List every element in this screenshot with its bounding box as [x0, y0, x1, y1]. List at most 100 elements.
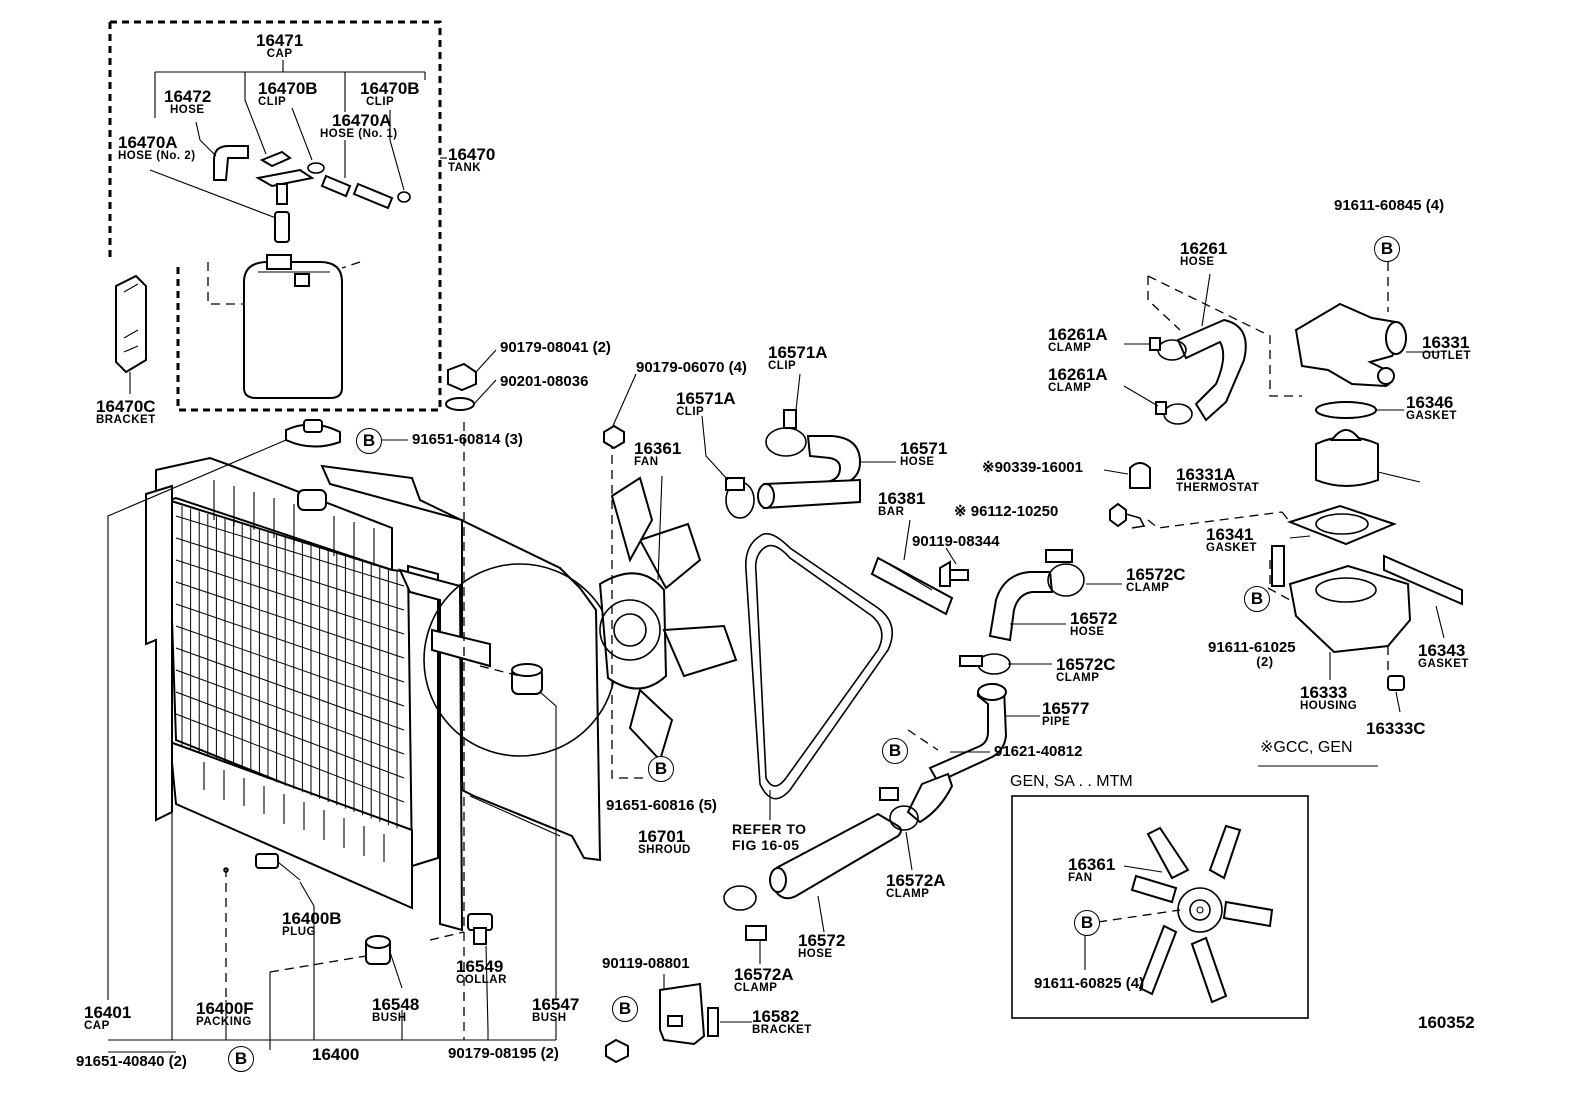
part-number: 16571A — [768, 343, 828, 362]
clamp-16261a-b — [1155, 401, 1193, 425]
marker-b-outlet: B — [1374, 236, 1400, 262]
label-16401: 16401 CAP — [84, 1004, 131, 1033]
label-16571a-a: 16571A CLIP — [768, 344, 828, 373]
part-name: CLAMP — [1048, 382, 1092, 394]
clamp-16572c-a — [1045, 549, 1085, 597]
part-number: 16549 — [456, 957, 504, 976]
part-number: 16572A — [886, 871, 946, 890]
sensor-90339-16001 — [1129, 462, 1151, 489]
switch-96112-10250 — [1109, 502, 1146, 529]
part-number: 16343 — [1418, 641, 1466, 660]
label-16572c-b: 16572C CLAMP — [1056, 656, 1116, 685]
label-90201-08036: 90201-08036 — [500, 373, 589, 390]
label-16346: 16346 GASKET — [1406, 394, 1457, 423]
marker-b-bracket: B — [612, 996, 638, 1022]
part-number: 16400B — [282, 909, 342, 928]
part-name: (2) — [1256, 654, 1274, 669]
tank-bracket — [115, 274, 147, 374]
inset-fan — [1130, 824, 1274, 1004]
refer-line-2: FIG 16-05 — [732, 837, 800, 853]
label-16470a-1: 16470A HOSE (No. 1) — [320, 112, 398, 141]
marker-b-housing: B — [1244, 586, 1270, 612]
part-name: PACKING — [196, 1016, 252, 1028]
part-name: FAN — [1068, 872, 1093, 884]
part-number: 16548 — [372, 995, 420, 1014]
gasket-16343 — [1383, 554, 1463, 606]
part-name: CLIP — [676, 406, 705, 418]
part-name: BUSH — [532, 1012, 567, 1024]
part-number: 16361 — [634, 439, 682, 458]
clamp-16261a-a — [1149, 337, 1187, 361]
label-91611-60845: 91611-60845 (4) — [1334, 197, 1445, 214]
label-16472: 16472 HOSE — [164, 88, 211, 117]
thermostat — [1315, 429, 1379, 487]
hose-16472 — [213, 145, 249, 181]
part-name: GASKET — [1418, 658, 1469, 670]
part-name: CAP — [84, 1020, 110, 1032]
fin-line — [175, 537, 405, 611]
label-16333: 16333 HOUSING — [1300, 684, 1357, 713]
label-91621-40812: 91621-40812 — [994, 743, 1083, 760]
label-16361: 16361 FAN — [634, 440, 681, 469]
part-number: 16572C — [1126, 565, 1186, 584]
fin-line — [175, 515, 405, 587]
part-number: 16582 — [752, 1007, 800, 1026]
label-16577: 16577 PIPE — [1042, 700, 1089, 729]
part-name: BAR — [878, 506, 905, 518]
part-name: CLAMP — [734, 982, 778, 994]
part-name: HOSE — [1070, 626, 1105, 638]
water-outlet — [1294, 302, 1407, 388]
part-name: HOSE (No. 1) — [320, 128, 398, 140]
label-16343: 16343 GASKET — [1418, 642, 1469, 671]
part-name: BUSH — [372, 1012, 407, 1024]
part-number: 16361 — [1068, 855, 1116, 874]
label-16470: 16470 TANK — [448, 146, 495, 175]
part-name: PIPE — [1042, 716, 1071, 728]
label-16333c: 16333C — [1366, 719, 1426, 738]
nut-90179-08195 — [605, 1038, 629, 1064]
part-number: 16472 — [164, 87, 212, 106]
part-name: TANK — [448, 162, 482, 174]
label-96112-10250: ※ 96112-10250 — [954, 503, 1059, 520]
label-16331: 16331 OUTLET — [1422, 334, 1471, 363]
part-name: HOSE (No. 2) — [118, 150, 196, 162]
part-name: CLAMP — [1126, 582, 1170, 594]
marker-b-radiator: B — [356, 428, 382, 454]
part-number: 16572 — [798, 931, 846, 950]
label-16400f: 16400F PACKING — [196, 1000, 254, 1029]
label-16381: 16381 BAR — [878, 490, 925, 519]
part-number: 16471 — [256, 31, 304, 50]
bush-16548 — [365, 935, 391, 965]
cooling-fan — [598, 476, 738, 762]
figure-number: 160352 — [1418, 1013, 1475, 1032]
label-16572a-a: 16572A CLAMP — [886, 872, 946, 901]
part-name: FAN — [634, 456, 659, 468]
clip-16571a-upper — [765, 409, 807, 457]
radiator-cap — [285, 419, 341, 448]
lower-radiator-hose — [769, 772, 954, 900]
part-name: CLAMP — [886, 888, 930, 900]
part-number: 16381 — [878, 489, 926, 508]
marker-b-fan: B — [648, 756, 674, 782]
label-16471: 16471 CAP — [256, 32, 303, 61]
radiator-lower-tank-cells — [203, 762, 385, 862]
part-number: 16261A — [1048, 365, 1108, 384]
clip-16571a-lower — [725, 477, 755, 519]
label-16549: 16549 COLLAR — [456, 958, 507, 987]
thermostat-housing — [1271, 545, 1412, 654]
bolt-90119-08344 — [939, 560, 969, 587]
part-name: CLAMP — [1048, 342, 1092, 354]
collar-16549 — [467, 913, 493, 945]
label-16470b-a: 16470B CLIP — [258, 80, 318, 109]
adjusting-bar — [870, 556, 954, 616]
part-name: GASKET — [1206, 542, 1257, 554]
label-16572a-b: 16572A CLAMP — [734, 966, 794, 995]
part-number: 16261A — [1048, 325, 1108, 344]
part-name: THERMOSTAT — [1176, 482, 1260, 494]
tank-group-box — [108, 20, 442, 412]
part-number: 16470A — [332, 111, 392, 130]
part-name: PLUG — [282, 926, 316, 938]
label-16571: 16571 HOSE — [900, 440, 947, 469]
label-91651-40840: 91651-40840 (2) — [76, 1053, 187, 1070]
